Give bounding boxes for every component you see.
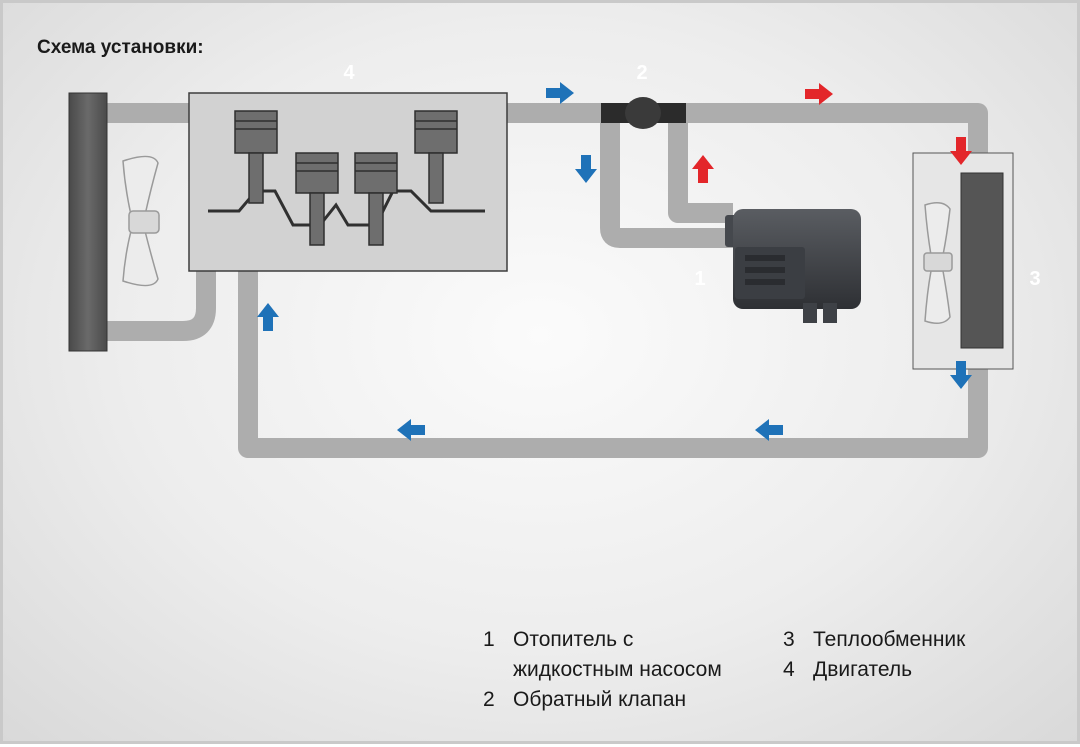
- label-heater-number: 1: [694, 268, 705, 290]
- engine-radiator: [68, 92, 160, 352]
- diagram-title: Схема установки:: [37, 37, 204, 58]
- legend-number: 2: [483, 688, 495, 711]
- piston-4: [414, 110, 458, 204]
- cold-arrow-left-1: [397, 419, 425, 441]
- cold-flow-arrows: [257, 82, 972, 441]
- check-valve: [601, 97, 686, 129]
- legend-number: 1: [483, 628, 495, 651]
- piston-1: [234, 110, 278, 204]
- pipe-radiator-lower: [103, 265, 216, 341]
- hot-arrow-right: [805, 83, 833, 105]
- engine-block: [188, 92, 508, 272]
- piston-2: [295, 152, 339, 246]
- cold-arrow-up: [257, 303, 279, 331]
- legend: 1 Отопитель с жидкостным насосом 2 Обрат…: [483, 628, 1043, 728]
- hot-flow-arrows: [692, 83, 972, 183]
- heater-unit: [725, 209, 861, 323]
- label-exchanger-number: 3: [1029, 268, 1040, 290]
- legend-number: 4: [783, 658, 795, 681]
- legend-text: Отопитель с: [513, 628, 634, 651]
- hot-arrow-up: [692, 155, 714, 183]
- legend-number: 3: [783, 628, 795, 651]
- label-engine-number: 4: [343, 62, 355, 84]
- pipe-return-loop: [238, 265, 988, 458]
- legend-text: Двигатель: [813, 658, 913, 681]
- legend-text: Теплообменник: [813, 628, 966, 651]
- pipe-engine-to-valve: [503, 103, 988, 178]
- legend-text: Обратный клапан: [513, 688, 687, 711]
- cold-arrow-right: [546, 82, 574, 104]
- radiator-fan: [122, 155, 160, 287]
- cold-arrow-left-2: [755, 419, 783, 441]
- heat-exchanger: [912, 152, 1014, 370]
- piston-3: [354, 152, 398, 246]
- legend-text: жидкостным насосом: [513, 658, 722, 681]
- cold-arrow-down-left: [575, 155, 597, 183]
- heat-exchanger-fan: [923, 202, 953, 324]
- cold-arrow-down-right: [950, 361, 972, 389]
- installation-diagram: 4 2 1 3: [68, 62, 1041, 458]
- pipe-heater-inlet: [600, 118, 743, 248]
- hot-arrow-down: [950, 137, 972, 165]
- pipe-heater-outlet: [668, 118, 733, 223]
- label-valve-number: 2: [636, 62, 647, 84]
